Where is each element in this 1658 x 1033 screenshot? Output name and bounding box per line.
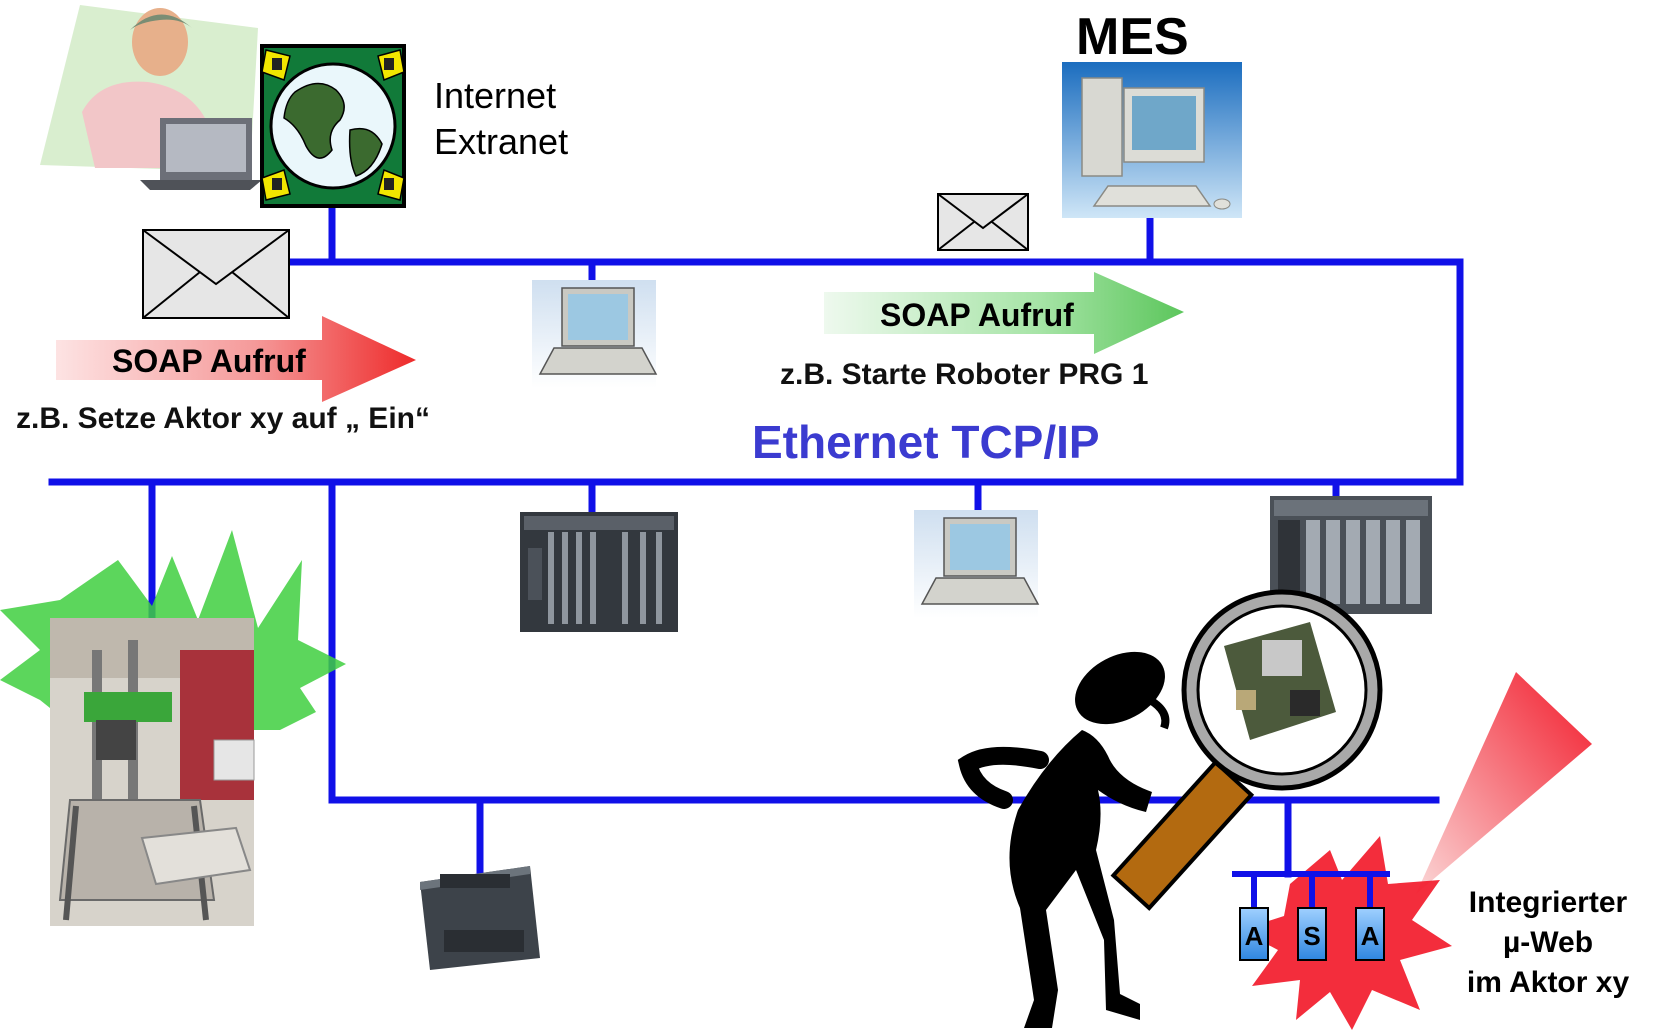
field-device-node-a1: A [1239, 907, 1269, 961]
soap-right-label: SOAP Aufruf [880, 297, 1074, 333]
field-device-node-s: S [1297, 907, 1327, 961]
compact-plc-icon [420, 866, 540, 970]
soap-right-example: z.B. Starte Roboter PRG 1 [780, 358, 1148, 391]
person-with-magnifier-icon [957, 589, 1383, 1028]
node-s-label: S [1303, 921, 1320, 951]
desktop-computer-icon [1062, 62, 1242, 218]
red-burst [1240, 836, 1452, 1030]
field-device-node-a2: A [1355, 907, 1385, 961]
soap-left-label: SOAP Aufruf [112, 343, 306, 379]
node-a1-label: A [1245, 921, 1264, 951]
ethernet-label: Ethernet TCP/IP [752, 416, 1100, 468]
node-a2-label: A [1361, 921, 1380, 951]
plc-rack-icon-1 [520, 512, 678, 632]
soap-arrow-left [56, 316, 416, 402]
field-bus [1232, 871, 1390, 908]
microweb-label: Integrierter µ-Web im Aktor xy [1467, 886, 1630, 999]
microweb-line-3: im Aktor xy [1467, 966, 1630, 999]
ethernet-bus [48, 206, 1464, 878]
microweb-line-2: µ-Web [1503, 926, 1593, 959]
laptop-icon-bottom [914, 510, 1040, 618]
envelope-icon-right [937, 193, 1029, 251]
laptop-icon-top [532, 280, 658, 388]
red-cone [1416, 672, 1592, 894]
soap-left-example: z.B. Setze Aktor xy auf „ Ein“ [16, 402, 430, 435]
internet-label: Internet [434, 75, 556, 116]
plc-rack-icon-2 [1270, 496, 1432, 614]
robot-machine-photo [50, 618, 255, 926]
soap-arrow-right [824, 272, 1184, 354]
globe-network-icon [260, 44, 406, 208]
extranet-label: Extranet [434, 121, 568, 162]
microweb-line-1: Integrierter [1469, 886, 1628, 919]
user-at-laptop-icon [40, 5, 262, 190]
envelope-icon-left [142, 229, 290, 319]
mes-label: MES [1076, 8, 1189, 66]
